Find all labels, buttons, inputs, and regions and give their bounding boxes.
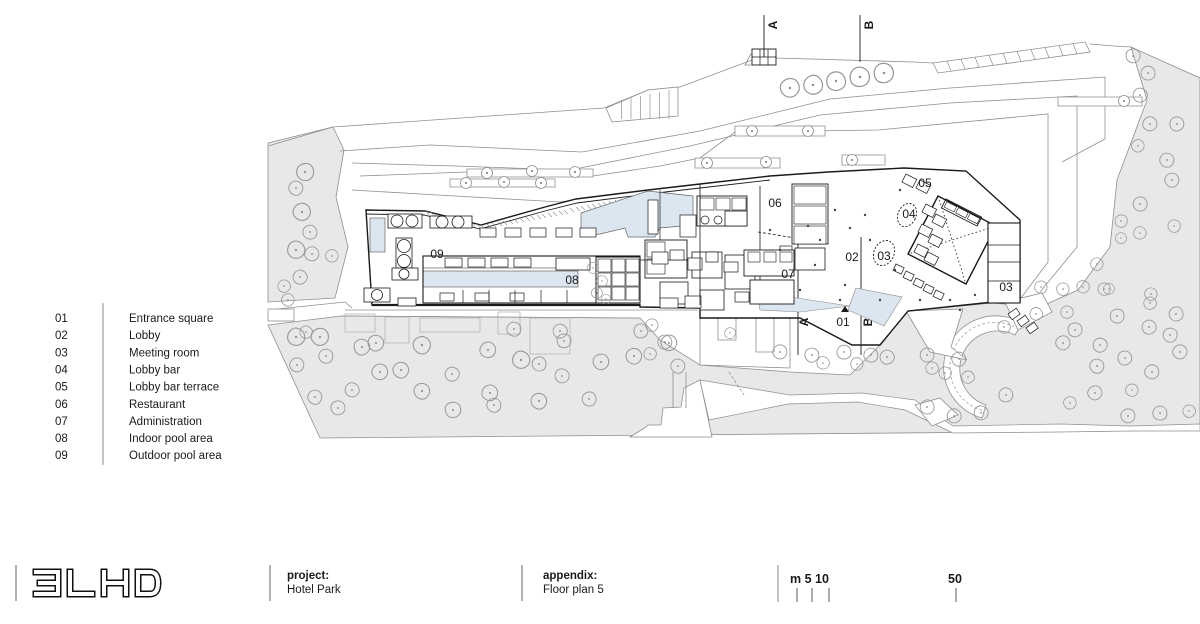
svg-text:06: 06: [55, 399, 68, 411]
svg-text:appendix:: appendix:: [543, 570, 597, 582]
svg-text:Restaurant: Restaurant: [129, 399, 186, 411]
svg-text:01: 01: [836, 315, 850, 329]
svg-text:03: 03: [55, 347, 68, 359]
svg-text:01: 01: [55, 313, 68, 325]
svg-text:Indoor pool area: Indoor pool area: [129, 433, 213, 445]
svg-text:05: 05: [55, 382, 68, 394]
svg-text:04: 04: [902, 207, 916, 221]
svg-text:m 5 10: m 5 10: [790, 572, 829, 586]
svg-text:A: A: [797, 317, 811, 326]
svg-text:05: 05: [918, 176, 932, 190]
svg-text:Lobby bar terrace: Lobby bar terrace: [129, 382, 219, 394]
svg-text:08: 08: [565, 273, 579, 287]
svg-text:Lobby bar: Lobby bar: [129, 364, 180, 376]
svg-text:B: B: [862, 20, 876, 29]
svg-text:06: 06: [768, 196, 782, 210]
svg-text:Outdoor pool area: Outdoor pool area: [129, 450, 222, 462]
svg-text:Lobby: Lobby: [129, 330, 161, 342]
svg-text:07: 07: [55, 416, 68, 428]
svg-text:09: 09: [55, 450, 68, 462]
svg-text:03: 03: [877, 249, 891, 263]
svg-text:02: 02: [845, 250, 859, 264]
svg-text:Administration: Administration: [129, 416, 202, 428]
svg-text:Entrance square: Entrance square: [129, 313, 213, 325]
svg-text:50: 50: [948, 572, 962, 586]
svg-text:Floor plan 5: Floor plan 5: [543, 584, 604, 596]
svg-text:B: B: [861, 317, 875, 326]
svg-text:07: 07: [781, 267, 795, 281]
svg-text:Meeting room: Meeting room: [129, 347, 199, 359]
svg-text:Hotel Park: Hotel Park: [287, 584, 341, 596]
svg-text:04: 04: [55, 364, 68, 376]
svg-text:02: 02: [55, 330, 68, 342]
svg-text:project:: project:: [287, 570, 329, 582]
svg-text:08: 08: [55, 433, 68, 445]
svg-text:09: 09: [430, 247, 444, 261]
svg-text:03: 03: [999, 280, 1013, 294]
svg-text:A: A: [766, 20, 780, 29]
